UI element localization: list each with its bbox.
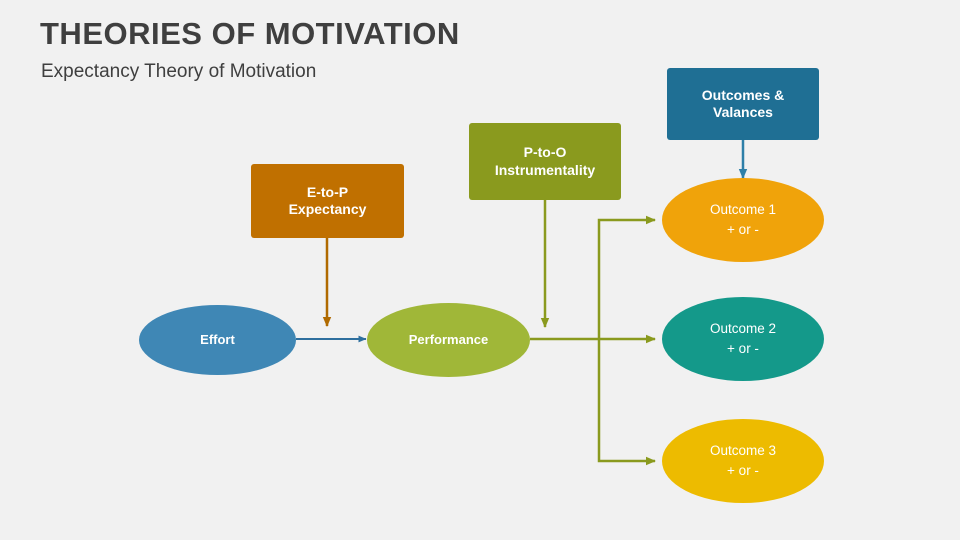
page-subtitle: Expectancy Theory of Motivation	[41, 61, 317, 82]
node-outcome-1[interactable]: Outcome 1 + or -	[662, 178, 824, 262]
node-p-to-o-line1: P-to-O	[523, 144, 567, 161]
node-performance-label: Performance	[408, 332, 489, 348]
node-outcome-3[interactable]: Outcome 3 + or -	[662, 419, 824, 503]
node-e-to-p-expectancy[interactable]: E-to-P Expectancy	[251, 164, 404, 238]
node-effort-label: Effort	[200, 332, 235, 348]
node-e-to-p-line2: Expectancy	[288, 201, 367, 217]
node-effort[interactable]: Effort	[139, 305, 296, 375]
node-outcomes-valances-line1: Outcomes &	[701, 86, 785, 103]
node-p-to-o-line2: Instrumentality	[494, 161, 596, 178]
node-outcome-3-line1: Outcome 3	[709, 443, 777, 459]
node-outcome-3-line2: + or -	[727, 463, 759, 478]
page-title: THEORIES OF MOTIVATION	[40, 16, 460, 51]
node-outcomes-valances-line2: Valances	[713, 104, 773, 120]
node-e-to-p-line1: E-to-P	[306, 183, 349, 200]
connector-performance-outcome1	[597, 215, 656, 339]
node-outcome-1-line1: Outcome 1	[709, 202, 777, 218]
node-outcome-2-line1: Outcome 2	[709, 321, 777, 337]
connector-performance-outcome3	[597, 339, 656, 466]
node-p-to-o-instrumentality[interactable]: P-to-O Instrumentality	[469, 123, 621, 200]
node-outcome-2[interactable]: Outcome 2 + or -	[662, 297, 824, 381]
node-outcomes-valances[interactable]: Outcomes & Valances	[667, 68, 819, 140]
node-performance[interactable]: Performance	[367, 303, 530, 377]
node-outcome-1-line2: + or -	[727, 222, 759, 237]
node-outcome-2-line2: + or -	[727, 341, 759, 356]
